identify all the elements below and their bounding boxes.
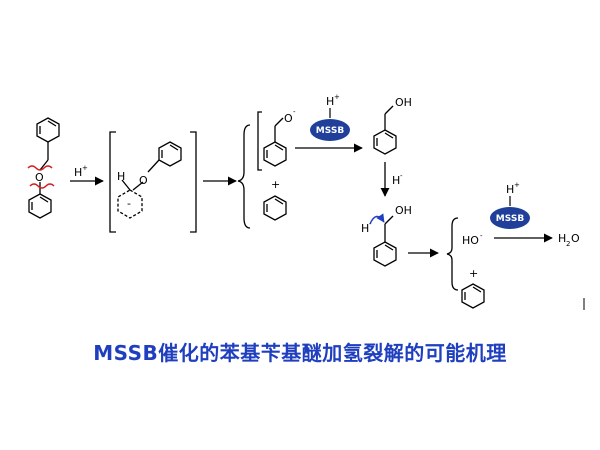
brace-1 bbox=[237, 124, 251, 229]
h-plus-sup: + bbox=[82, 164, 88, 172]
water-h: H bbox=[558, 232, 566, 245]
catalyst2-h-label: H bbox=[506, 183, 514, 196]
oxide-oxygen-label: O bbox=[284, 112, 293, 125]
phenoxy-ring bbox=[28, 193, 52, 219]
intermediate2-oh-label: OH bbox=[395, 204, 412, 217]
fragment-group-1 bbox=[237, 111, 287, 229]
right-bracket bbox=[190, 131, 197, 233]
catalyst2-label: MSSB bbox=[496, 214, 525, 224]
catalyst1-label: MSSB bbox=[316, 126, 345, 136]
protonated-intermediate bbox=[109, 131, 197, 233]
catalyst2-oval bbox=[490, 207, 530, 229]
oxide-charge: - bbox=[293, 108, 296, 116]
hydride-attack-intermediate bbox=[373, 215, 397, 267]
ring-charge-label: - bbox=[127, 197, 131, 210]
water-subscript: 2 bbox=[566, 240, 570, 248]
bond-cleavage-mark-2 bbox=[29, 183, 55, 189]
left-bracket bbox=[109, 131, 116, 233]
benzyl-alcohol bbox=[373, 105, 397, 155]
catalyst2-h-sup: + bbox=[514, 181, 520, 189]
brace-2 bbox=[446, 217, 459, 291]
hydride-sup: - bbox=[400, 172, 403, 180]
alcohol-oh-label: OH bbox=[395, 96, 412, 109]
reaction-scheme: O H + O H - O - + H + MSSB bbox=[27, 93, 585, 310]
hydroxide-label: HO bbox=[462, 234, 479, 247]
figure-caption: MSSB催化的苯基苄基醚加氢裂解的可能机理 bbox=[93, 341, 507, 365]
h-plus-label: H bbox=[74, 166, 82, 179]
group1-plus-label: + bbox=[271, 178, 280, 191]
fragment-group-2 bbox=[446, 217, 485, 309]
catalyst1-oval bbox=[310, 119, 350, 141]
water-o: O bbox=[571, 232, 580, 245]
bond-cleavage-mark bbox=[27, 165, 53, 171]
ether-oxygen-label: O bbox=[35, 171, 44, 184]
intermediate-oxygen-label: O bbox=[139, 174, 148, 187]
bracket-open bbox=[257, 111, 262, 171]
catalyst1-h-label: H bbox=[326, 95, 334, 108]
group2-plus-label: + bbox=[469, 267, 478, 280]
intermediate2-h-label: H bbox=[361, 222, 369, 235]
hydride-label: H bbox=[392, 174, 400, 187]
catalyst1-h-sup: + bbox=[334, 93, 340, 101]
hydroxide-sup: - bbox=[480, 232, 483, 240]
intermediate-h-label: H bbox=[117, 170, 125, 183]
curved-electron-arrow bbox=[369, 213, 385, 225]
